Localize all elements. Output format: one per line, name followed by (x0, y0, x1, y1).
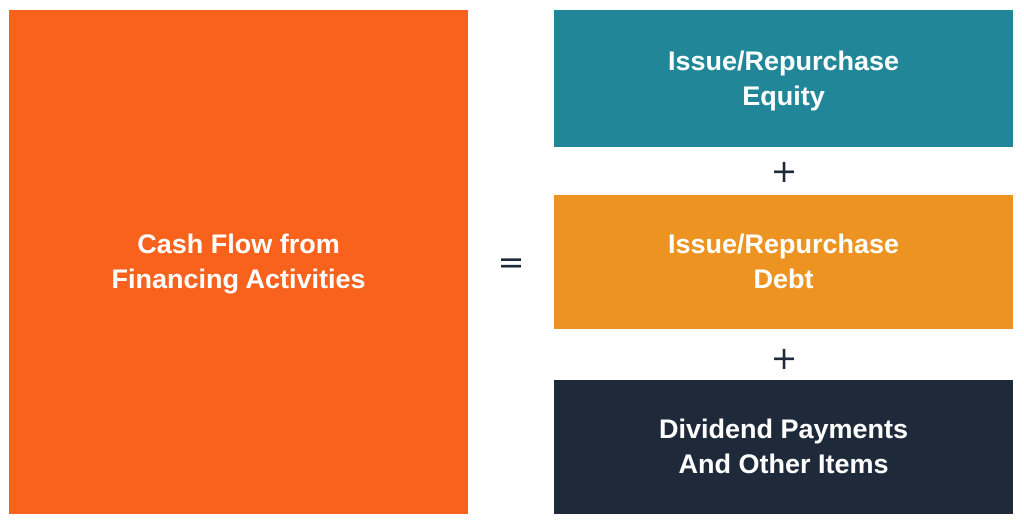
plus-sign-2: + (770, 339, 798, 377)
issue-repurchase-equity-box: Issue/Repurchase Equity (554, 10, 1013, 147)
equals-sign: = (497, 243, 525, 281)
cash-flow-financing-box: Cash Flow from Financing Activities (9, 10, 468, 514)
dividend-payments-box: Dividend Payments And Other Items (554, 380, 1013, 514)
issue-repurchase-debt-box: Issue/Repurchase Debt (554, 195, 1013, 329)
plus-sign-1: + (770, 152, 798, 190)
